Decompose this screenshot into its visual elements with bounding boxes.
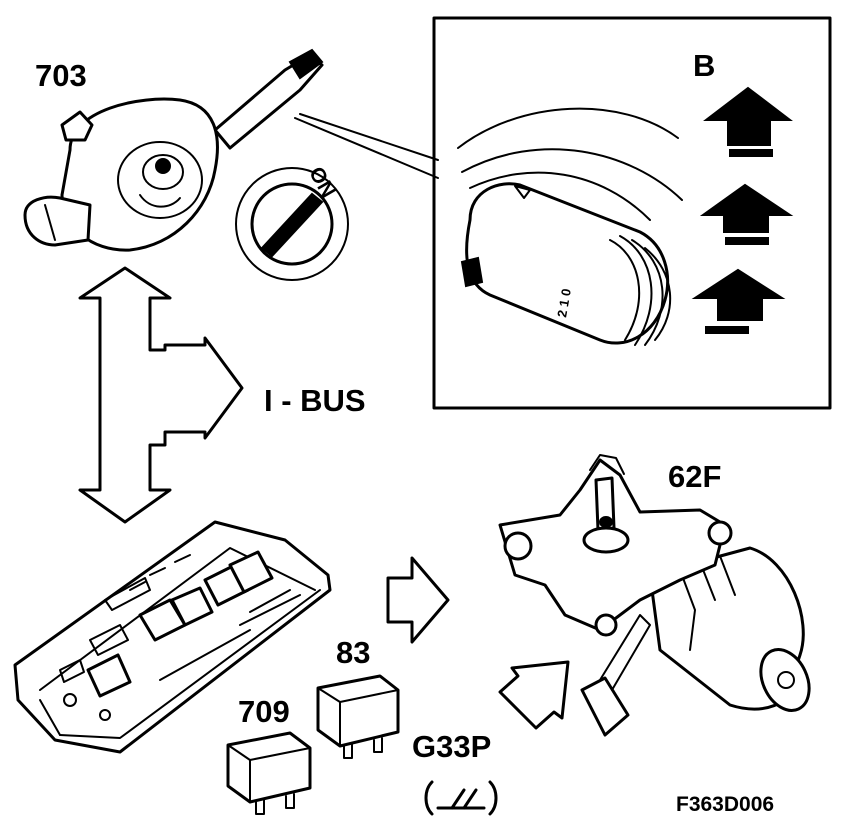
ground-icon bbox=[424, 780, 498, 816]
diagonal-arrow-icon bbox=[498, 660, 570, 730]
right-arrow-icon bbox=[386, 556, 450, 644]
fuse-relay-box bbox=[13, 520, 332, 754]
detail-inset: 2 1 0 B bbox=[432, 16, 832, 410]
up-arrow-icon-1 bbox=[703, 86, 793, 157]
lever-positions-label: 2 1 0 bbox=[554, 287, 574, 318]
stalk-switch-label: 703 bbox=[35, 58, 87, 93]
inset-leader-lines bbox=[294, 113, 439, 179]
relay-83: 83 bbox=[316, 635, 400, 759]
ground-label: G33P bbox=[412, 729, 491, 764]
relay-83-label: 83 bbox=[336, 635, 370, 670]
ignition-key-switch: ON bbox=[235, 163, 349, 281]
bus-label: I - BUS bbox=[264, 383, 366, 418]
up-arrow-icon-2 bbox=[699, 183, 794, 245]
relay-709: 709 bbox=[226, 694, 312, 815]
bus-arrows: I - BUS bbox=[78, 266, 366, 524]
wiper-motor-label: 62F bbox=[668, 459, 721, 494]
stalk-switch-703: 703 bbox=[23, 48, 324, 252]
wiper-motor-62f: 62F bbox=[498, 454, 811, 737]
up-arrow-icon-3 bbox=[691, 268, 786, 334]
inset-mark-label: B bbox=[693, 48, 715, 83]
figure-code-label: F363D006 bbox=[676, 793, 774, 816]
relay-709-label: 709 bbox=[238, 694, 290, 729]
